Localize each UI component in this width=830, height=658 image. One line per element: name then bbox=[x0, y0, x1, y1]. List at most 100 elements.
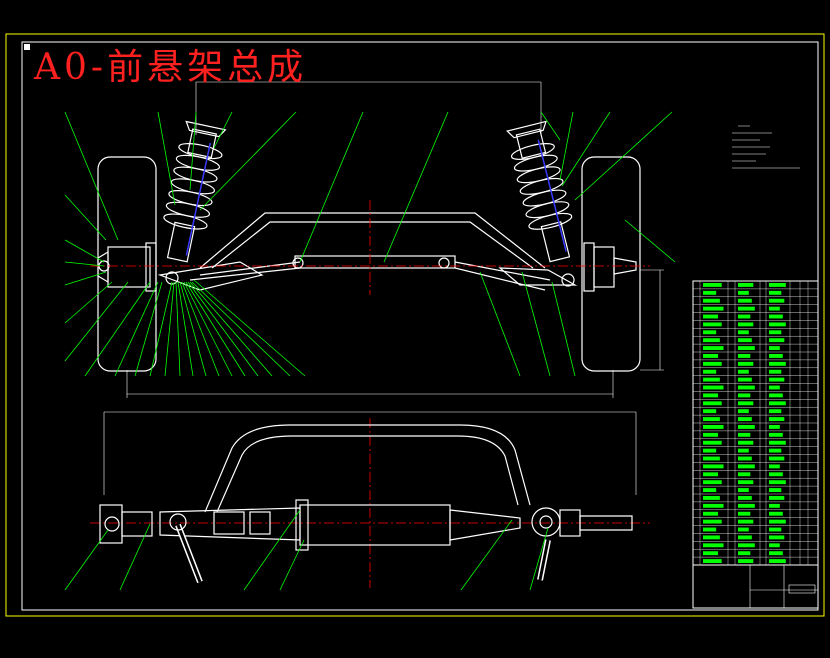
table-cell-text bbox=[738, 559, 754, 563]
left-strut bbox=[163, 120, 227, 263]
right-brake-disc bbox=[583, 242, 595, 292]
table-cell-text bbox=[769, 464, 780, 469]
table-cell-text bbox=[769, 346, 780, 350]
table-cell-text bbox=[769, 290, 782, 295]
table-cell-text bbox=[703, 322, 722, 327]
table-cell-text bbox=[769, 314, 783, 319]
table-cell-text bbox=[769, 425, 780, 429]
table-cell-text bbox=[769, 417, 785, 421]
right-knuckle bbox=[593, 246, 615, 288]
centerlines bbox=[90, 200, 650, 588]
table-cell-text bbox=[738, 464, 755, 469]
table-cell-text bbox=[738, 480, 754, 485]
table-cell-text bbox=[769, 519, 786, 524]
table-cell-text bbox=[738, 361, 754, 366]
table-cell-text bbox=[738, 496, 752, 500]
table-cell-text bbox=[769, 488, 782, 492]
table-cell-text bbox=[738, 369, 749, 374]
table-cell-text bbox=[738, 543, 755, 548]
table-cell-text bbox=[703, 425, 724, 429]
top-view bbox=[99, 411, 637, 584]
table-cell-text bbox=[738, 283, 754, 287]
table-cell-text bbox=[769, 535, 785, 540]
table-cell-text bbox=[703, 511, 719, 516]
right-lower-arm bbox=[498, 267, 578, 286]
table-cell-text bbox=[738, 488, 749, 492]
table-cell-text bbox=[769, 527, 782, 532]
table-cell-text bbox=[769, 283, 786, 287]
table-cell-text bbox=[738, 409, 749, 414]
table-cell-text bbox=[703, 472, 719, 477]
table-cell-text bbox=[703, 330, 717, 335]
table-cell-text bbox=[769, 511, 783, 516]
table-cell-text bbox=[738, 503, 755, 508]
table-cell-text bbox=[703, 440, 722, 445]
drawing-title: A0-前悬架总成 bbox=[34, 47, 308, 88]
table-cell-text bbox=[769, 496, 785, 500]
leader-lines bbox=[64, 111, 676, 591]
table-cell-text bbox=[738, 432, 751, 437]
table-cell-text bbox=[738, 385, 755, 390]
table-cell-text bbox=[738, 393, 751, 398]
table-cell-text bbox=[769, 322, 786, 327]
table-cell-text bbox=[769, 448, 782, 453]
table-cell-text bbox=[769, 503, 780, 508]
table-cell-text bbox=[703, 527, 717, 532]
right-hub-top bbox=[531, 507, 561, 537]
subframe-outer bbox=[199, 212, 546, 269]
table-cell-text bbox=[703, 488, 717, 492]
front-view bbox=[97, 81, 664, 398]
rack-housing bbox=[299, 504, 451, 546]
left-tyre-outline bbox=[97, 156, 157, 372]
left-knuckle bbox=[107, 246, 151, 288]
table-cell-text bbox=[703, 290, 717, 295]
corner-marker bbox=[24, 44, 30, 50]
table-cell-text bbox=[703, 385, 724, 390]
table-cell-text bbox=[703, 519, 722, 524]
table-cell-text bbox=[738, 527, 749, 532]
table-cell-text bbox=[738, 330, 749, 335]
table-cell-text bbox=[769, 369, 782, 374]
table-cell-text bbox=[769, 432, 783, 437]
table-cell-text bbox=[769, 559, 786, 563]
table-cell-text bbox=[769, 440, 786, 445]
technical-notes bbox=[732, 125, 800, 169]
table-cell-text bbox=[738, 306, 755, 311]
table-cell-text bbox=[769, 551, 783, 556]
title-block bbox=[692, 564, 819, 609]
table-cell-text bbox=[703, 551, 719, 556]
table-cell-text bbox=[769, 338, 785, 343]
table-cell-text bbox=[738, 401, 754, 406]
table-cell-text bbox=[738, 346, 755, 350]
table-cell-text bbox=[769, 393, 783, 398]
table-cell-text bbox=[703, 448, 717, 453]
table-cell-text bbox=[703, 464, 724, 469]
table-cell-text bbox=[738, 456, 752, 461]
table-cell-text bbox=[703, 361, 722, 366]
table-cell-text bbox=[703, 369, 717, 374]
table-cell-text bbox=[738, 425, 755, 429]
table-cell-text bbox=[769, 401, 786, 406]
table-cell-text bbox=[738, 322, 754, 327]
table-cell-text bbox=[703, 480, 722, 485]
outer-frame bbox=[5, 33, 825, 617]
table-cell-text bbox=[703, 559, 722, 563]
table-cell-text bbox=[769, 543, 780, 548]
table-cell-text bbox=[769, 354, 783, 358]
table-cell-text bbox=[738, 551, 751, 556]
left-lower-arm bbox=[157, 261, 264, 291]
table-cell-text bbox=[703, 456, 720, 461]
table-cell-text bbox=[703, 306, 724, 311]
table-cell-text bbox=[738, 338, 752, 343]
table-cell-text bbox=[703, 338, 720, 343]
table-cell-text bbox=[738, 519, 754, 524]
table-cell-text bbox=[703, 417, 720, 421]
right-tyre-outline bbox=[581, 156, 641, 372]
table-cell-text bbox=[738, 472, 751, 477]
table-cell-text bbox=[703, 298, 720, 303]
inner-frame bbox=[21, 41, 819, 611]
table-cell-text bbox=[769, 306, 780, 311]
table-cell-text bbox=[738, 511, 751, 516]
table-cell-text bbox=[703, 432, 719, 437]
